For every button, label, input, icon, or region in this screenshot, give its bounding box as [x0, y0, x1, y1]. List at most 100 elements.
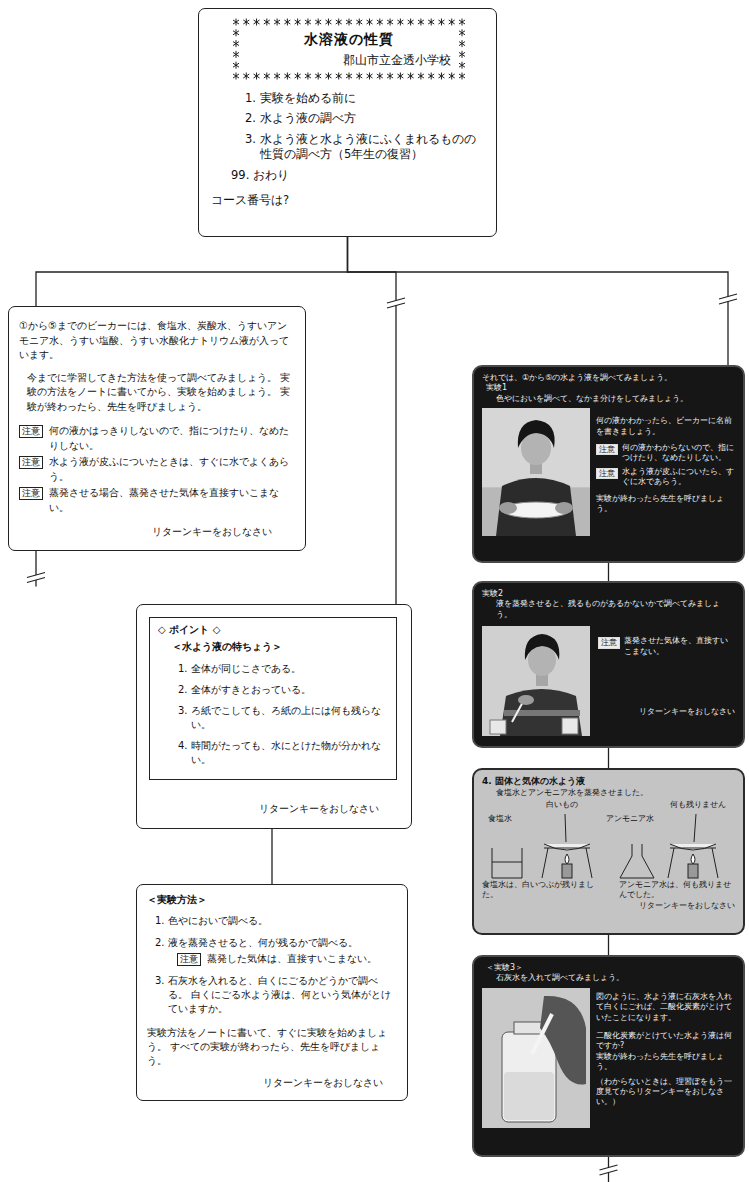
node-text: 何の液かわからないので、指につけたり、なめたりしない。 [622, 443, 735, 464]
layout-row: ◇ ポイント ◇＜水よう液の特ちょう＞1. 全体が同じこさである。2. 全体がす… [149, 617, 397, 780]
caution-tag: 注意 [19, 456, 43, 469]
node-text: 蒸発した気体は、直接すいこまない。 [207, 952, 377, 966]
layout-row: リターンキーをおしなさい [147, 1076, 397, 1090]
node-text: リターンキーをおしなさい [259, 802, 379, 816]
node-text: 水溶液の性質 [304, 30, 394, 48]
boy1-photo [482, 408, 590, 536]
node-text: 食塩水は、白いつぶが残りました。 [482, 880, 598, 901]
connector-line [348, 237, 397, 604]
break-mark [600, 1165, 618, 1175]
apparatus-drawing [482, 798, 737, 880]
figure-label: 何も残りません [670, 800, 726, 810]
layout-row: ＜実験3＞ [486, 963, 735, 973]
node-text: 3. 石灰水を入れると、白くにごるかどうかで調べる。 白くにごる水よう液は、何と… [155, 974, 397, 1016]
node-text: 注意 [22, 426, 40, 437]
layout-row: 図のように、水よう液に石灰水を入れて白くにごれば、二酸化炭素がとけていたことにな… [482, 988, 735, 1128]
node-text: 注意 [599, 445, 615, 454]
node-text: 3. 水よう液と水よう液にふくまれるものの 性質の調べ方（5年生の復習） [245, 132, 486, 163]
layout-row: 4. 時間がたっても、水にとけた物が分かれない。 [178, 739, 388, 767]
layout-row: 注意蒸発させた気体を、直接すいこまない。リターンキーをおしなさい [482, 626, 735, 736]
break-mark [719, 294, 737, 304]
node-text: 郡山市立金透小学校 [343, 53, 451, 69]
layout-row: 注意 [599, 469, 615, 478]
layout-row: リターンキーをおしなさい [598, 707, 735, 717]
layout-row: 注意 [599, 445, 615, 454]
figure-label: 白いもの [546, 800, 578, 810]
evaporation-figure: 白いもの食塩水 アンモニア水 何も残りません [482, 798, 737, 880]
layout-row: 実験が終わったら先生を呼びましょう。 [596, 494, 735, 515]
layout-row: 2. 水よう液の調べ方 [211, 111, 486, 127]
layout-row: ＜実験方法＞ [147, 893, 397, 907]
point-screen: ◇ ポイント ◇＜水よう液の特ちょう＞1. 全体が同じこさである。2. 全体がす… [136, 604, 412, 829]
layout-row: 注意 [22, 488, 40, 499]
figure-label: 食塩水 [488, 814, 512, 824]
layout-row: 実験1 [486, 383, 735, 393]
node-text: ①から⑤までのビーカーには、食塩水、炭酸水、うすいアンモニア水、うすい塩酸、うす… [19, 319, 296, 363]
node-text: 水よう液が皮ふについたら、すぐに水であらう。 [622, 467, 735, 488]
node-text: リターンキーをおしなさい [639, 707, 735, 717]
layout-row: 注意水よう液が皮ふについたら、すぐに水であらう。 [596, 467, 735, 488]
caution-tag: 注意 [596, 468, 618, 479]
node-text: 二酸化炭素がとけていた水よう液は何ですか? [596, 1031, 735, 1052]
node-text: 2. 全体がすきとおっている。 [178, 683, 311, 697]
layout-row: 4. 固体と気体の水よう液 [482, 776, 735, 788]
evaporation-figure-screen: 4. 固体と気体の水よう液食塩水とアンモニア水を蒸発させました。白いもの食塩水ア… [472, 768, 745, 935]
layout-row: 注意 [601, 638, 617, 647]
node-text: コース番号は? [211, 193, 289, 209]
experiment1-screen: それでは、①から⑤の水よう液を調べてみましょう。実験1色やにおいを調べて、なかま… [472, 365, 745, 563]
layout-row: ①から⑤までのビーカーには、食塩水、炭酸水、うすいアンモニア水、うすい塩酸、うす… [19, 319, 296, 363]
node-text: ◇ ポイント ◇ [158, 623, 220, 637]
connector-line [348, 237, 729, 365]
node-text: 1. 実験を始める前に [245, 91, 356, 107]
node-text: 1. 色やにおいで調べる。 [155, 914, 268, 928]
layout-row: それでは、①から⑤の水よう液を調べてみましょう。 [482, 373, 735, 383]
layout-row: 1. 実験を始める前に [211, 91, 486, 107]
node-text: 4. 固体と気体の水よう液 [482, 776, 585, 788]
node-text: 99. おわり [231, 168, 289, 184]
break-mark [27, 573, 45, 583]
node-text: 食塩水とアンモニア水を蒸発させました。 [496, 788, 648, 798]
node-text: 注意 [180, 954, 198, 965]
layout-row: 注意蒸発させた気体を、直接すいこまない。 [598, 636, 735, 657]
node-text: アンモニア水は、何も残りませんでした。 [619, 880, 735, 901]
node-text: ＜実験方法＞ [147, 893, 207, 907]
node-text: リターンキーをおしなさい [152, 525, 272, 540]
node-text: 実験1 [486, 383, 507, 393]
node-text: 液を蒸発させると、残るものがあるかないかで調べてみましょう。 [496, 599, 735, 620]
layout-row: 注意 [180, 954, 198, 965]
node-text: （わからないときは、理習ぼをもう一度見てからリターンキーをおしなさい。） [596, 1077, 735, 1108]
layout-row: 食塩水とアンモニア水を蒸発させました。 [496, 788, 735, 798]
layout-row: 実験2 [482, 589, 735, 599]
layout-row: 注意蒸発させる場合、蒸発させた気体を直接すいこまない。 [19, 486, 296, 515]
node-text: 図のように、水よう液に石灰水を入れて白くにごれば、二酸化炭素がとけていたことにな… [596, 992, 735, 1023]
layout-row: ◇ ポイント ◇ [158, 623, 388, 637]
figure-label: アンモニア水 [606, 814, 654, 824]
connector-line [608, 748, 609, 768]
layout-row: 注意何の液かわからないので、指につけたり、なめたりしない。 [596, 443, 735, 464]
node-text: 実験が終わったら先生を呼びましょう。 [596, 1052, 735, 1073]
layout-row: コース番号は? [211, 193, 486, 209]
layout-row: ＜水よう液の特ちょう＞ [172, 640, 388, 654]
node-text: 何の液かはっきりしないので、指につけたり、なめたりしない。 [49, 424, 296, 453]
node-text: 2. 液を蒸発させると、何が残るかで調べる。 [155, 936, 358, 950]
caution-tag: 注意 [177, 953, 201, 966]
layout-row: 水溶液の性質 [247, 30, 451, 48]
menu-screen: 水溶液の性質郡山市立金透小学校 1. 実験を始める前に 2. 水よう液の調べ方 3. … [198, 8, 497, 237]
node-text: リターンキーをおしなさい [263, 1076, 383, 1090]
node-text: 注意 [601, 638, 617, 647]
connector-line [36, 237, 348, 306]
layout-column: 何の液かわかったら、ビーカーに名前を書きましょう。注意何の液かわからないので、指… [596, 408, 735, 514]
jar-photo [482, 988, 590, 1128]
experiment3-screen: ＜実験3＞石灰水を入れて調べてみましょう。図のように、水よう液に石灰水を入れて白… [472, 955, 745, 1157]
node-text: 実験方法をノートに書いて、すぐに実験を始めましょう。 すべての実験が終わったら、… [147, 1026, 397, 1068]
node-text: ＜実験3＞ [486, 963, 523, 973]
layout-row: 注意水よう液が皮ふについたときは、すぐに水でよくあらう。 [19, 455, 296, 484]
node-text: 注意 [22, 488, 40, 499]
connector-line [608, 935, 609, 955]
node-text: 蒸発させた気体を、直接すいこまない。 [624, 636, 735, 657]
instruction-screen: ①から⑤までのビーカーには、食塩水、炭酸水、うすいアンモニア水、うすい塩酸、うす… [8, 306, 306, 551]
layout-row: 注意 [22, 457, 40, 468]
layout-row: 注意 [22, 426, 40, 437]
node-text: 実験が終わったら先生を呼びましょう。 [596, 494, 735, 515]
node-text: 今までに学習してきた方法を使って調べてみましょう。 実験の方法をノートに書いてか… [27, 371, 296, 415]
